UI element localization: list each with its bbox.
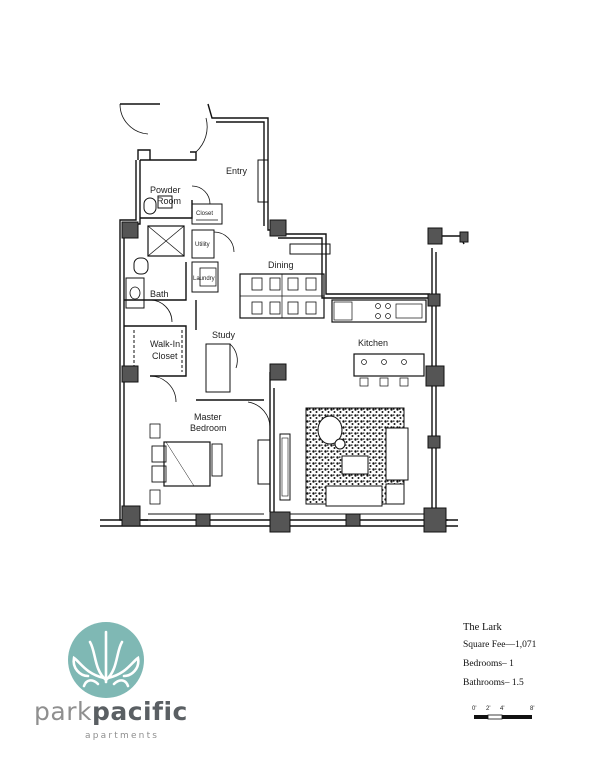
room-label-study: Study — [212, 330, 236, 340]
room-label-powder-room: Powder Room — [150, 185, 183, 206]
sofa — [325, 485, 383, 507]
unit-bathrooms: Bathrooms– 1.5 — [463, 678, 524, 688]
kitchen-island — [353, 353, 425, 377]
kitchen-counter — [331, 299, 427, 323]
master-dresser — [257, 439, 271, 485]
tv-console — [279, 433, 291, 501]
scale-label-4: 4' — [500, 706, 505, 712]
powder-toilet — [143, 197, 157, 215]
room-label-kitchen: Kitchen — [358, 338, 388, 348]
scale-label-2: 2' — [486, 706, 491, 712]
bath-vanity — [125, 277, 145, 309]
floor-plan: Entry Powder Room Closet Utility Laundry… — [100, 103, 469, 533]
unit-name: The Lark — [463, 622, 502, 633]
room-label-walk-in-closet: Walk-In Closet — [150, 339, 183, 361]
room-label-entry: Entry — [226, 166, 248, 176]
brand-subtitle: apartments — [85, 731, 160, 741]
shower — [147, 225, 185, 257]
door-swing — [119, 103, 149, 135]
scale-bar-graphic — [474, 714, 532, 720]
armchair-right — [385, 427, 409, 481]
study-desk — [205, 343, 231, 393]
room-label-closet: Closet — [196, 211, 213, 217]
bath-toilet — [133, 257, 149, 275]
laundry-box — [191, 261, 219, 293]
unit-square-feet: Square Fee—1,071 — [463, 640, 537, 650]
master-bed — [163, 441, 211, 487]
park-pacific-logo — [68, 622, 144, 698]
utility-box — [191, 229, 215, 259]
room-label-bath: Bath — [150, 289, 169, 299]
room-label-dining: Dining — [268, 260, 294, 270]
room-label-utility: Utility — [195, 242, 210, 248]
scale-bar: 0' 2' 4' 8' — [470, 706, 550, 728]
unit-bedrooms: Bedrooms– 1 — [463, 659, 514, 669]
scale-label-0: 0' — [472, 706, 477, 712]
brand-name: parkpacific — [34, 697, 188, 726]
wall-entry-north — [140, 151, 197, 161]
armchair-left — [317, 415, 343, 445]
coffee-table — [341, 455, 369, 475]
entry-cabinet — [257, 159, 269, 203]
room-label-master-bedroom: Master Bedroom — [190, 412, 227, 433]
wall-kitchen-north — [278, 237, 430, 299]
wall-entry-west — [137, 149, 151, 160]
scale-label-8: 8' — [530, 706, 535, 712]
room-label-laundry: Laundry — [193, 276, 215, 282]
closet-box — [191, 203, 223, 225]
